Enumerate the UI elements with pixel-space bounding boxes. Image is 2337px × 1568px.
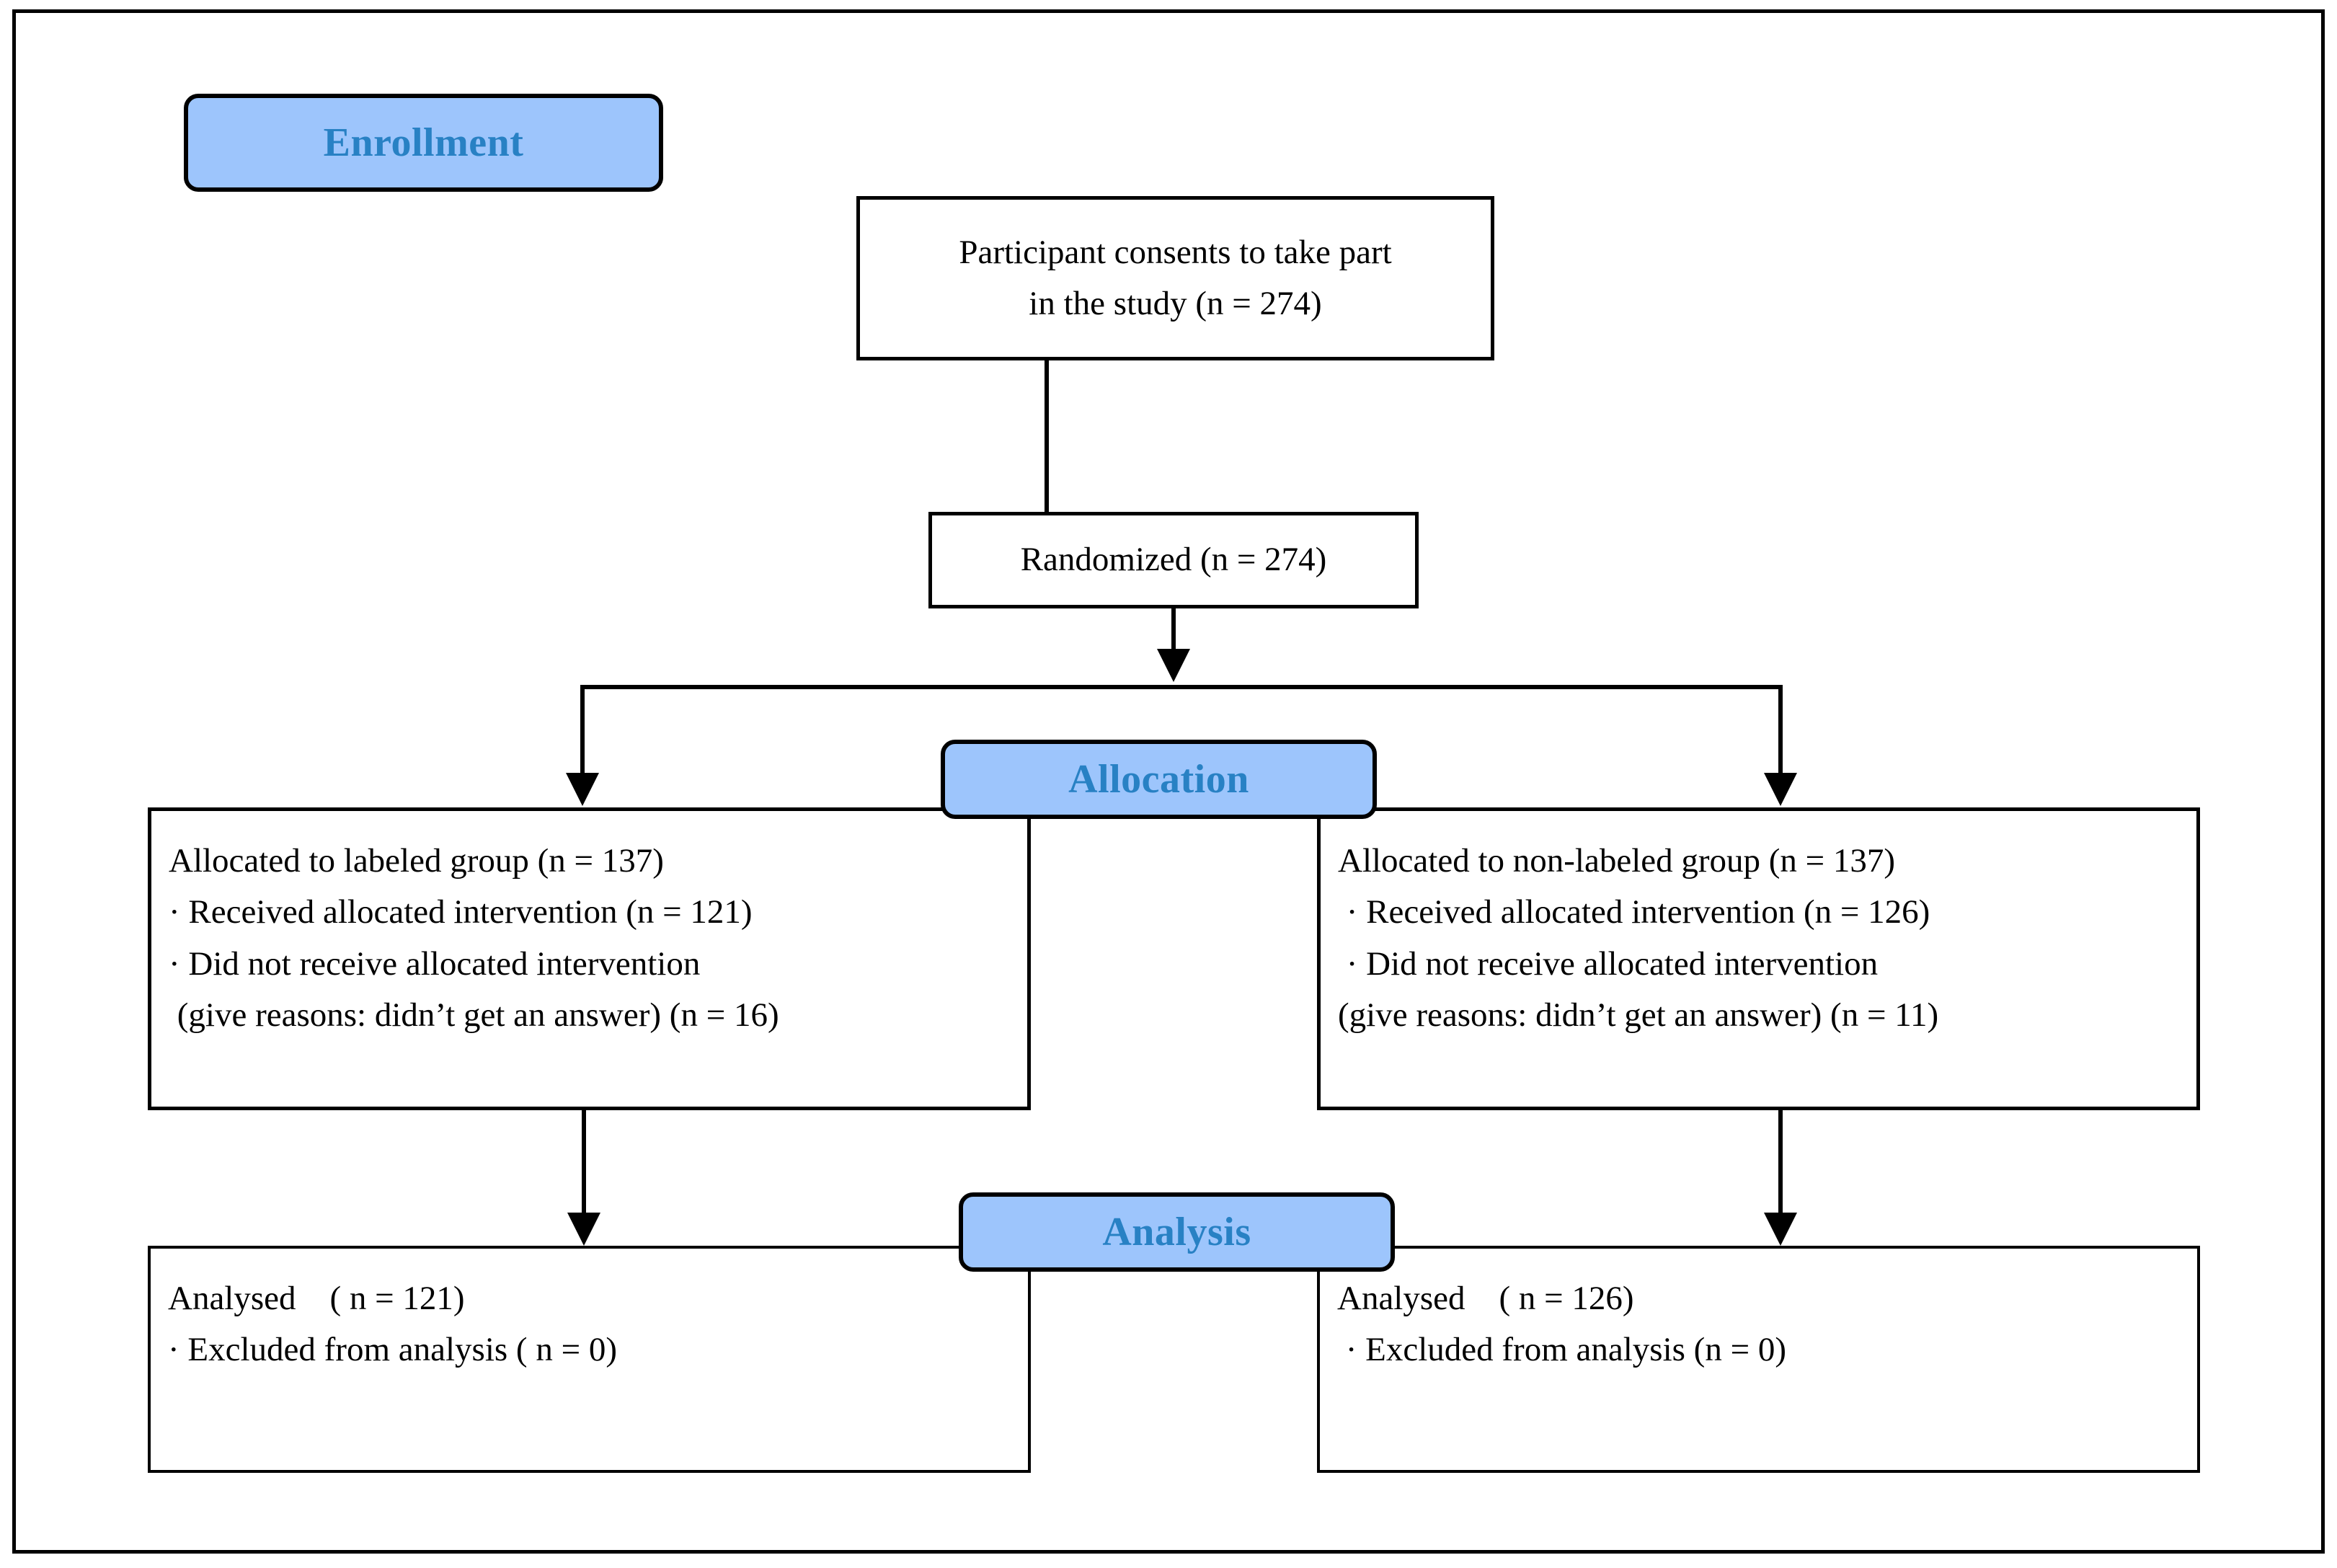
node-randomized-box: Randomized (n = 274) xyxy=(928,512,1419,608)
diagram-outer-frame xyxy=(12,9,2325,1554)
connector-randomized-down xyxy=(1171,608,1176,653)
allocated-left-line-4: (give reasons: didn’t get an answer) (n … xyxy=(169,996,779,1035)
arrowhead-alloc-left-to-analysis xyxy=(567,1213,600,1246)
arrowhead-branch-left xyxy=(566,773,599,806)
allocated-right-line-4: (give reasons: didn’t get an answer) (n … xyxy=(1338,996,1939,1035)
arrowhead-alloc-right-to-analysis xyxy=(1764,1213,1797,1246)
analysed-left-line-2: · Excluded from analysis ( n = 0) xyxy=(168,1331,617,1369)
analysed-left-line-1: Analysed ( n = 121) xyxy=(168,1280,465,1317)
allocated-right-line-1: Allocated to non-labeled group (n = 137) xyxy=(1338,842,1896,880)
connector-alloc-left-to-analysis xyxy=(582,1110,586,1217)
stage-badge-enrollment: Enrollment xyxy=(184,94,663,192)
stage-badge-allocation: Allocation xyxy=(941,740,1377,819)
node-allocated-left-box: Allocated to labeled group (n = 137) · R… xyxy=(148,807,1031,1110)
analysed-right-line-1: Analysed ( n = 126) xyxy=(1337,1280,1634,1317)
stage-label-analysis: Analysis xyxy=(1102,1210,1251,1254)
connector-branch-right xyxy=(1778,685,1783,779)
connector-split-bar xyxy=(580,685,1783,689)
consent-line-1: Participant consents to take part xyxy=(959,233,1392,271)
node-consent-box: Participant consents to take part in the… xyxy=(856,196,1494,360)
stage-label-allocation: Allocation xyxy=(1068,757,1249,802)
node-analysed-right-box: Analysed ( n = 126) · Excluded from anal… xyxy=(1317,1246,2200,1473)
arrowhead-randomized-down xyxy=(1157,649,1190,682)
node-allocated-right-box: Allocated to non-labeled group (n = 137)… xyxy=(1317,807,2200,1110)
connector-consent-to-randomized xyxy=(1045,360,1049,512)
consent-line-2: in the study (n = 274) xyxy=(1029,285,1322,322)
allocated-left-line-3: · Did not receive allocated intervention xyxy=(169,944,701,983)
allocated-left-line-2: · Received allocated intervention (n = 1… xyxy=(169,893,753,931)
arrowhead-branch-right xyxy=(1764,773,1797,806)
stage-badge-analysis: Analysis xyxy=(959,1192,1395,1272)
connector-branch-left xyxy=(580,685,585,779)
analysed-right-line-2: · Excluded from analysis (n = 0) xyxy=(1337,1331,1786,1369)
node-analysed-left-box: Analysed ( n = 121) · Excluded from anal… xyxy=(148,1246,1031,1473)
allocated-right-line-3: · Did not receive allocated intervention xyxy=(1338,944,1879,983)
allocated-right-line-2: · Received allocated intervention (n = 1… xyxy=(1338,893,1930,931)
randomized-line-1: Randomized (n = 274) xyxy=(1020,541,1327,579)
allocated-left-line-1: Allocated to labeled group (n = 137) xyxy=(169,842,664,880)
stage-label-enrollment: Enrollment xyxy=(323,120,524,165)
connector-alloc-right-to-analysis xyxy=(1778,1110,1783,1217)
